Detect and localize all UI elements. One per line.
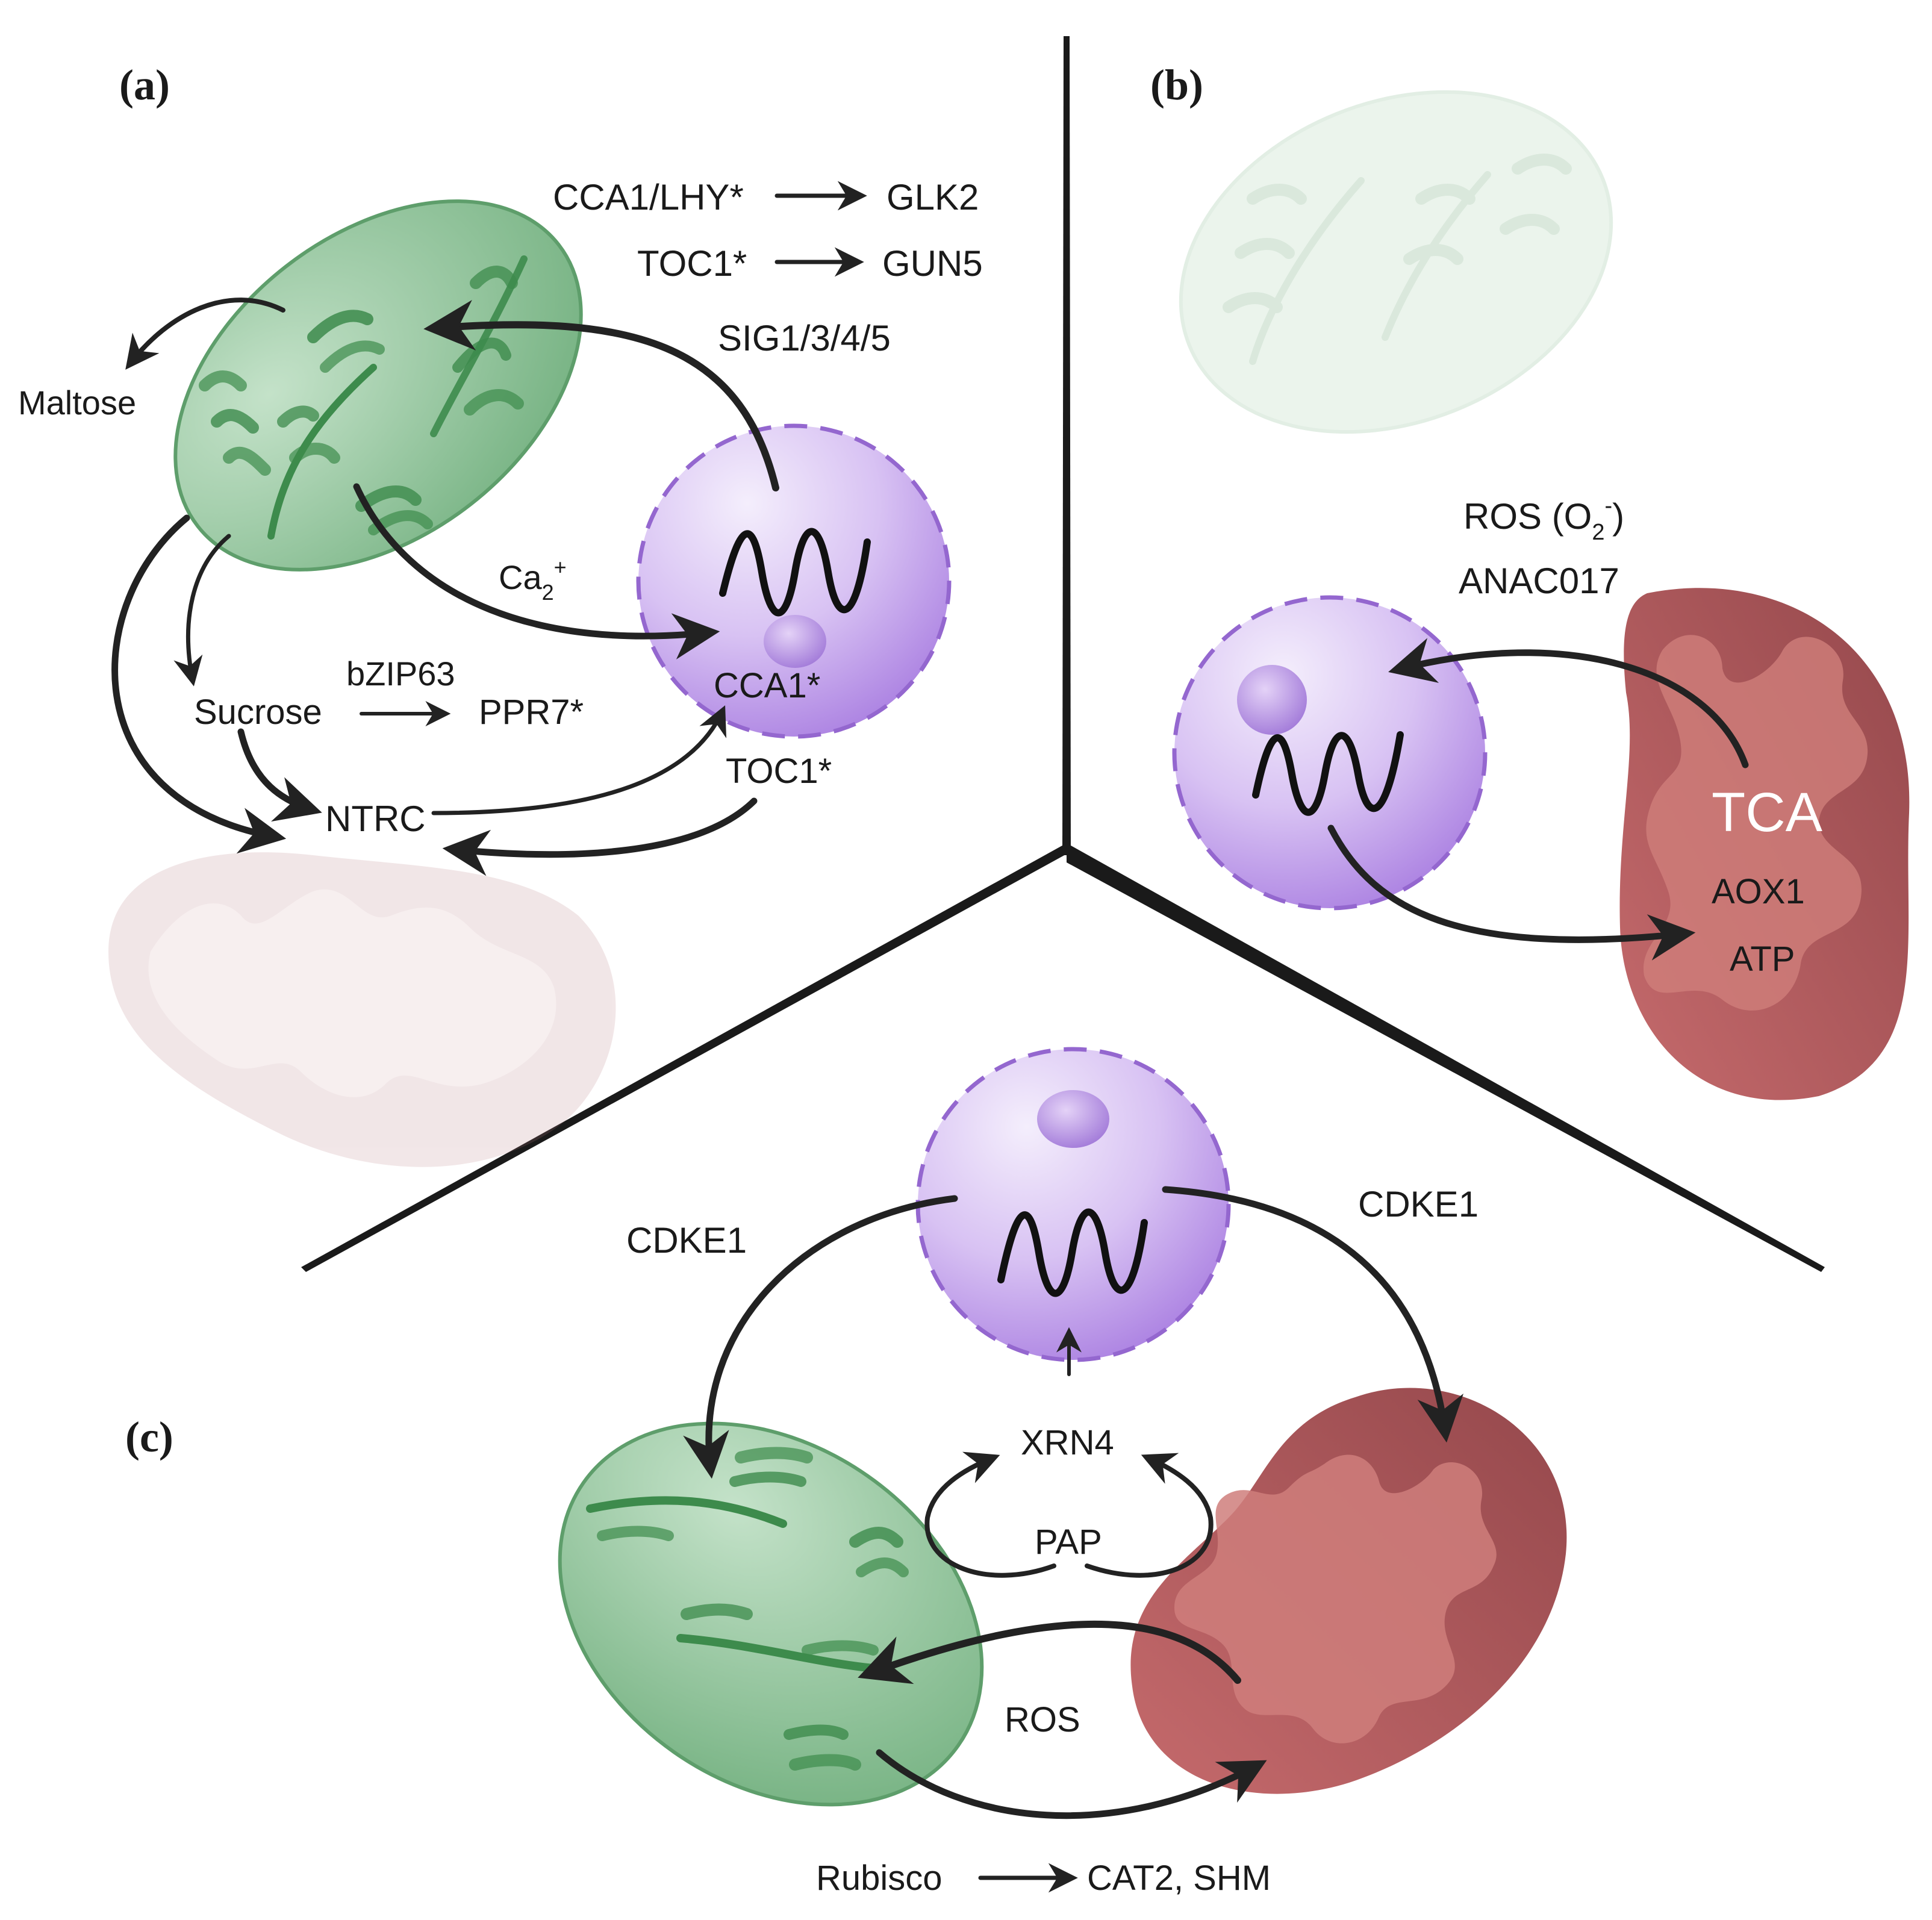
label-calcium: Ca2+ xyxy=(499,555,567,605)
label-ros-sup: - xyxy=(1604,493,1612,519)
label-ros-superoxide: ROS (O2-) xyxy=(1463,493,1624,545)
label-sucrose: Sucrose xyxy=(194,693,322,732)
label-anac017: ANAC017 xyxy=(1459,561,1619,601)
label-rubisco: Rubisco xyxy=(816,1859,943,1898)
mitochondrion-faded-a xyxy=(108,852,616,1167)
label-ros-c: ROS xyxy=(1005,1700,1080,1739)
label-toc1: TOC1* xyxy=(726,752,832,791)
label-tca: TCA xyxy=(1712,782,1823,843)
mitochondrion-b xyxy=(1619,588,1910,1100)
label-cdke1-left: CDKE1 xyxy=(626,1220,747,1261)
label-glk2: GLK2 xyxy=(887,177,979,217)
label-pap: PAP xyxy=(1035,1523,1102,1562)
mitochondrion-c xyxy=(1130,1388,1567,1794)
label-ppr7: PPR7* xyxy=(479,693,584,732)
label-calcium-base: Ca xyxy=(499,558,542,596)
label-xrn4: XRN4 xyxy=(1021,1423,1114,1462)
arrows-c xyxy=(683,1186,1463,1893)
label-cca1: CCA1* xyxy=(714,666,820,705)
label-cca1-lhy: CCA1/LHY* xyxy=(553,177,744,217)
label-bzip63: bZIP63 xyxy=(346,655,455,693)
label-aox1: AOX1 xyxy=(1712,872,1805,911)
label-toc1-top: TOC1* xyxy=(637,243,747,284)
panel-label-a: (a) xyxy=(119,61,170,109)
panel-divider xyxy=(301,36,1825,1272)
label-ros-close: ) xyxy=(1612,496,1624,537)
label-ros-base: ROS (O xyxy=(1463,496,1592,537)
chloroplast-faded-b xyxy=(1179,90,1613,434)
panel-label-c: (c) xyxy=(125,1413,173,1461)
label-ros-sub: 2 xyxy=(1592,520,1604,545)
label-cdke1-right: CDKE1 xyxy=(1358,1184,1479,1224)
label-gun5: GUN5 xyxy=(882,243,983,284)
label-ntrc: NTRC xyxy=(325,799,426,839)
arrows-b xyxy=(1327,638,1749,961)
chloroplast-a xyxy=(173,199,583,572)
label-atp: ATP xyxy=(1730,940,1795,979)
label-calcium-sup: + xyxy=(554,555,567,579)
label-maltose: Maltose xyxy=(18,384,136,422)
label-sig: SIG1/3/4/5 xyxy=(718,318,891,358)
nucleus-b xyxy=(1172,595,1488,911)
nucleus-c xyxy=(915,1047,1231,1362)
label-cat2-shm: CAT2, SHM xyxy=(1087,1859,1271,1898)
label-calcium-sub: 2 xyxy=(542,580,554,605)
panel-label-b: (b) xyxy=(1150,61,1203,109)
arrows-a xyxy=(111,181,867,876)
